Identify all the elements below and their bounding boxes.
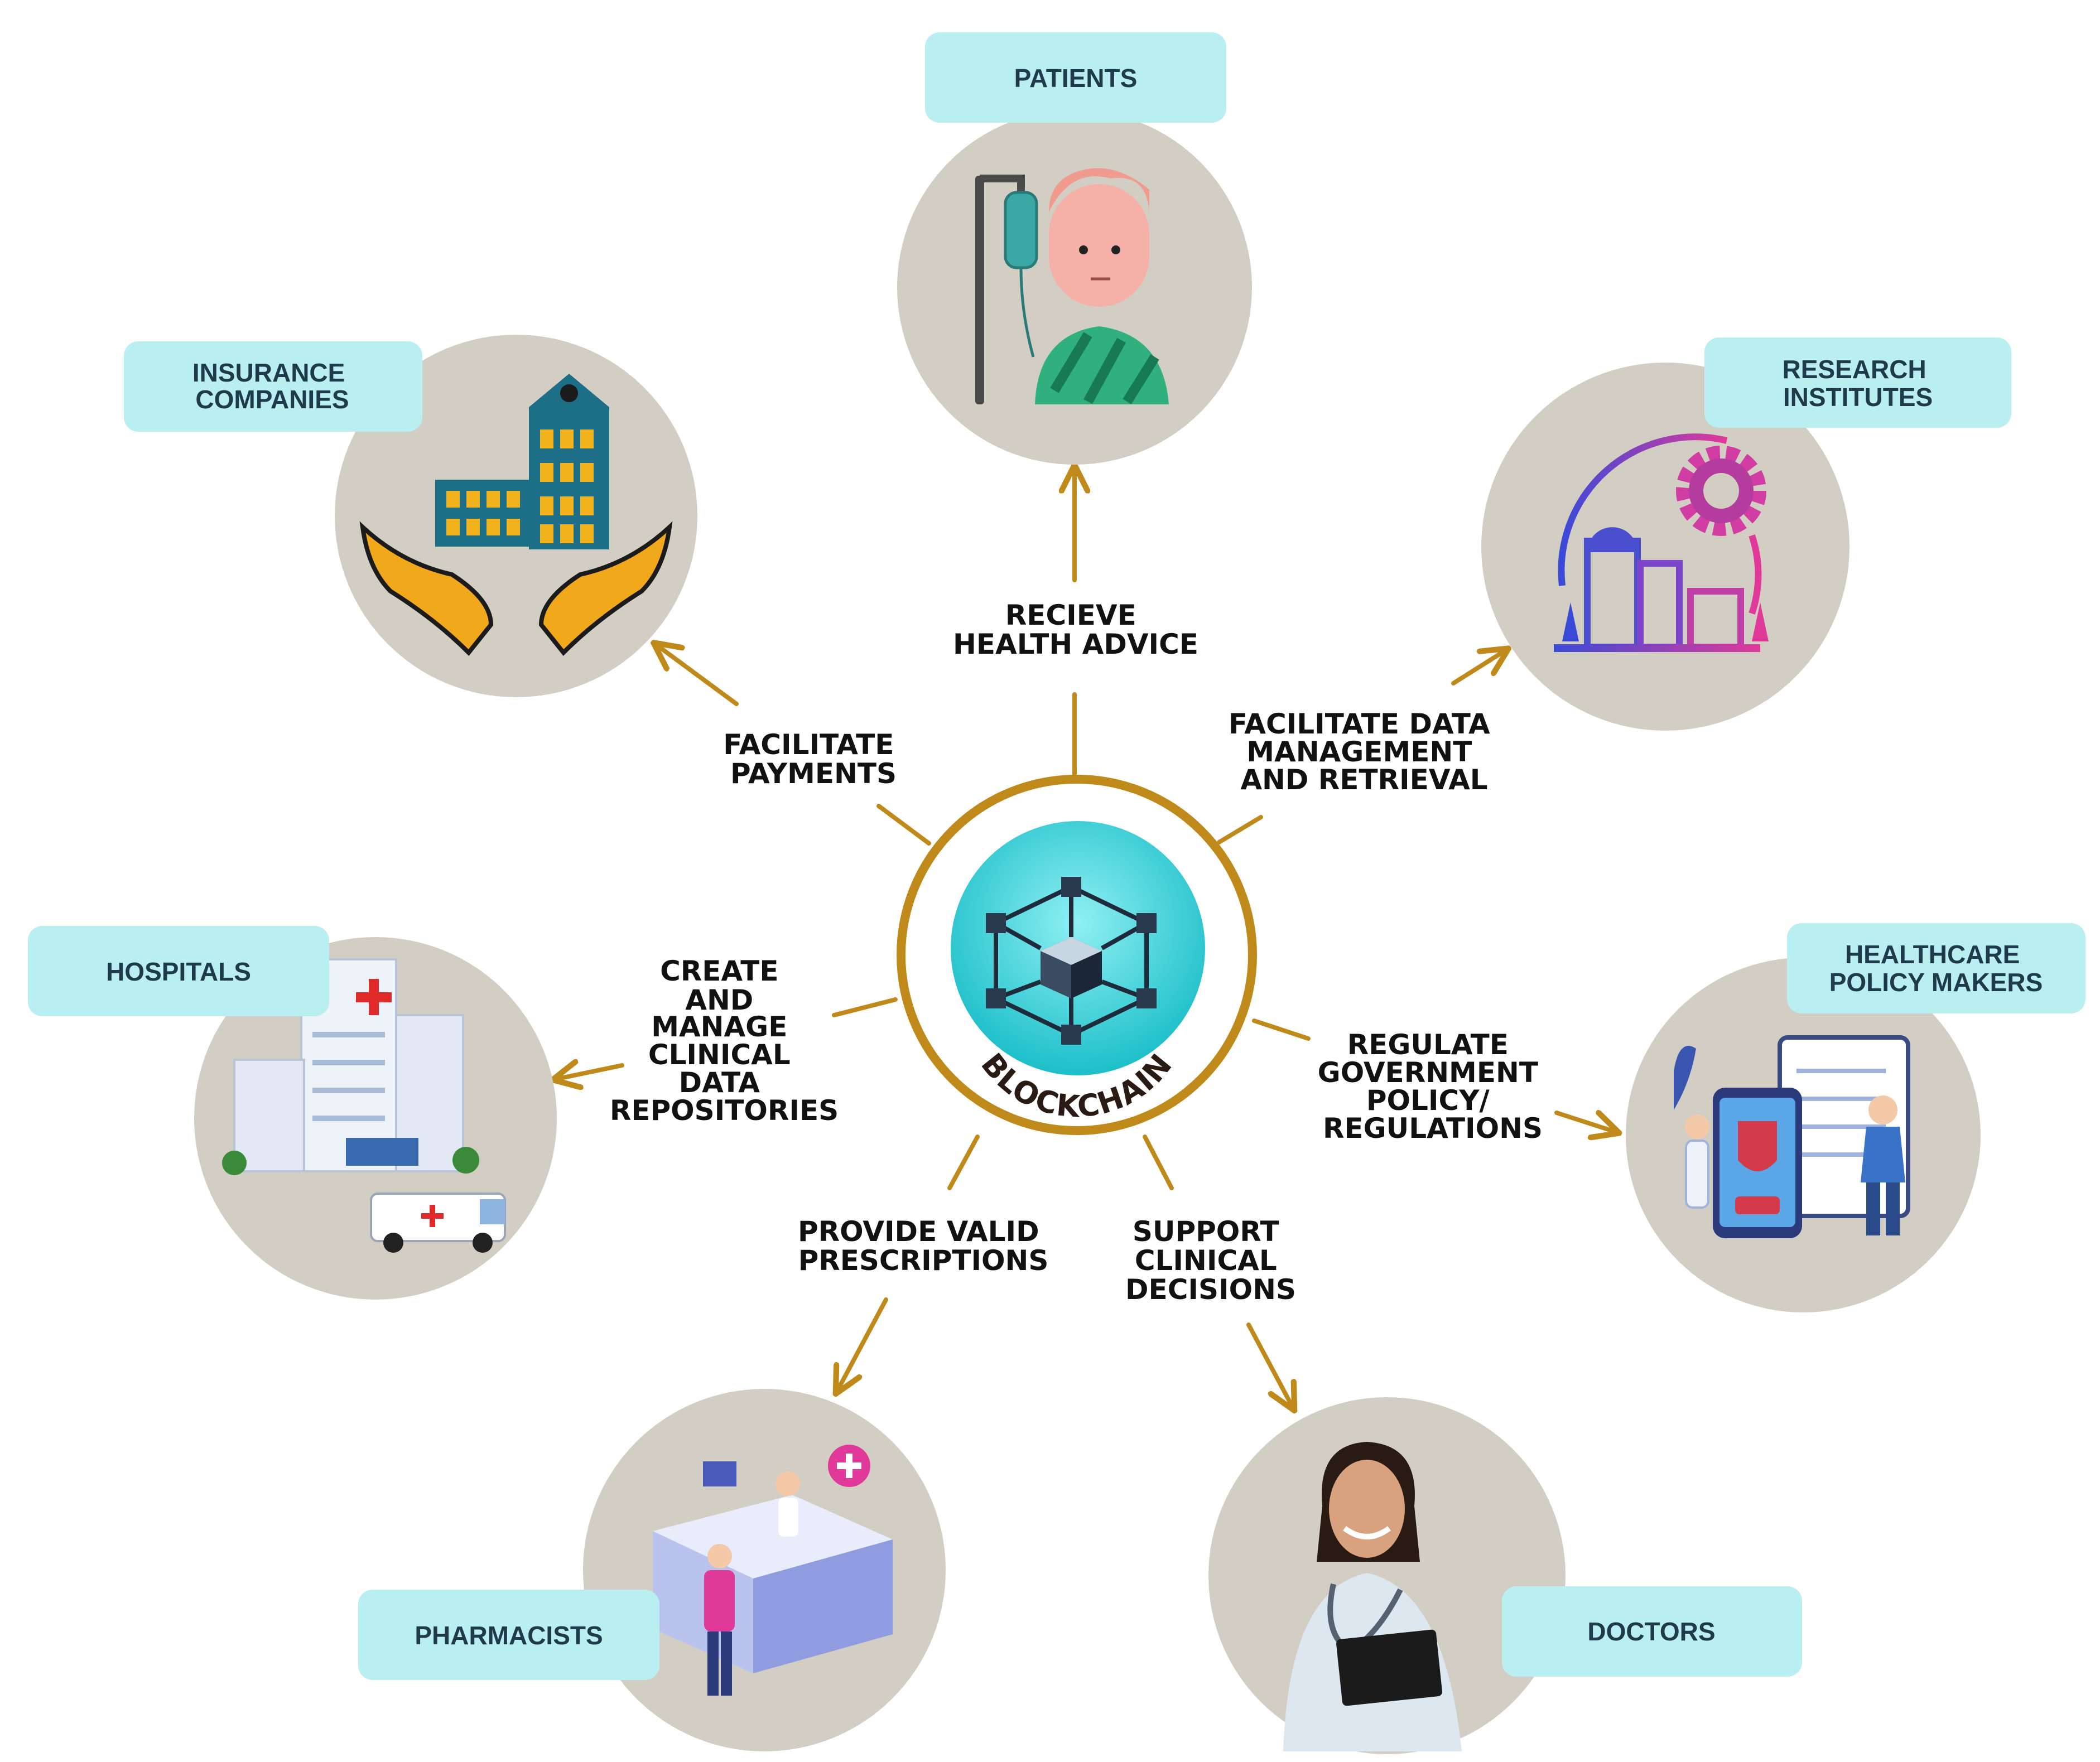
svg-text:PHARMACISTS: PHARMACISTS <box>415 1621 603 1650</box>
label-pharmacists: PHARMACISTS <box>358 1590 659 1680</box>
arrow-policy <box>1554 1113 1617 1132</box>
connector-label-policy: REGULATE GOVERNMENT POLICY/ REGULATIONS <box>1318 1029 1548 1145</box>
arrow-pharmacists <box>837 1297 888 1392</box>
doctor-with-stethoscope-icon <box>1283 1442 1462 1751</box>
connector-label-pharmacists: PROVIDE VALID PRESCRIPTIONS <box>798 1215 1049 1277</box>
pharmacy-counter-icon <box>653 1445 893 1696</box>
node-doctors <box>1208 1397 1566 1754</box>
connector-line-research <box>1217 815 1263 844</box>
connector-line-insurance <box>876 804 931 846</box>
svg-text:PATIENTS: PATIENTS <box>1014 64 1138 93</box>
node-insurance-companies <box>335 335 697 697</box>
svg-text:INSURANCE COMPANIES: INSURANCE COMPANIES <box>192 358 352 414</box>
arrow-hospitals <box>555 1065 624 1079</box>
node-healthcare-policy-makers <box>1626 958 1981 1312</box>
patient-iv-drip-icon <box>975 168 1169 404</box>
svg-text:DOCTORS: DOCTORS <box>1587 1617 1715 1646</box>
connector-label-patients: RECIEVE HEALTH ADVICE <box>953 599 1198 660</box>
connector-line-doctors <box>1143 1135 1174 1190</box>
arrow-insurance <box>656 644 739 706</box>
svg-text:RESEARCH INSTITUTES: RESEARCH INSTITUTES <box>1783 355 1934 412</box>
label-research-institutes: RESEARCH INSTITUTES <box>1704 337 2011 428</box>
hospital-ambulance-icon <box>222 958 506 1253</box>
connector-line-pharmacists <box>947 1135 980 1190</box>
research-lab-gear-icon <box>1554 433 1769 652</box>
building-in-hands-icon <box>359 374 673 656</box>
connector-label-doctors: SUPPORT CLINICAL DECISIONS <box>1125 1215 1296 1306</box>
connector-line-policy <box>1252 1018 1311 1041</box>
connector-label-hospitals: CREATE AND MANAGE CLINICAL DATA REPOSITO… <box>610 955 839 1127</box>
connector-label-research: FACILITATE DATA MANAGEMENT AND RETRIEVAL <box>1229 708 1500 796</box>
label-insurance-companies: INSURANCE COMPANIES <box>124 341 422 432</box>
label-hospitals: HOSPITALS <box>28 926 329 1016</box>
label-patients: PATIENTS <box>925 32 1226 123</box>
arrow-doctors <box>1246 1322 1293 1408</box>
node-patients <box>897 110 1252 465</box>
node-hospitals <box>194 937 557 1300</box>
svg-text:HOSPITALS: HOSPITALS <box>106 957 251 986</box>
arrow-research <box>1451 650 1506 686</box>
connector-label-insurance: FACILITATE PAYMENTS <box>723 728 904 790</box>
label-healthcare-policy-makers: HEALTHCARE POLICY MAKERS <box>1787 923 2085 1013</box>
svg-text:HEALTHCARE POLICY MAKERS: HEALTHCARE POLICY MAKERS <box>1829 940 2043 997</box>
node-pharmacists <box>583 1389 946 1751</box>
connector-line-hospitals <box>832 997 898 1017</box>
blockchain-hub: BLOCKCHAIN <box>897 775 1257 1135</box>
label-doctors: DOCTORS <box>1502 1586 1802 1677</box>
node-research-institutes <box>1481 363 1849 731</box>
policy-makers-phone-icon <box>1674 1035 1910 1238</box>
